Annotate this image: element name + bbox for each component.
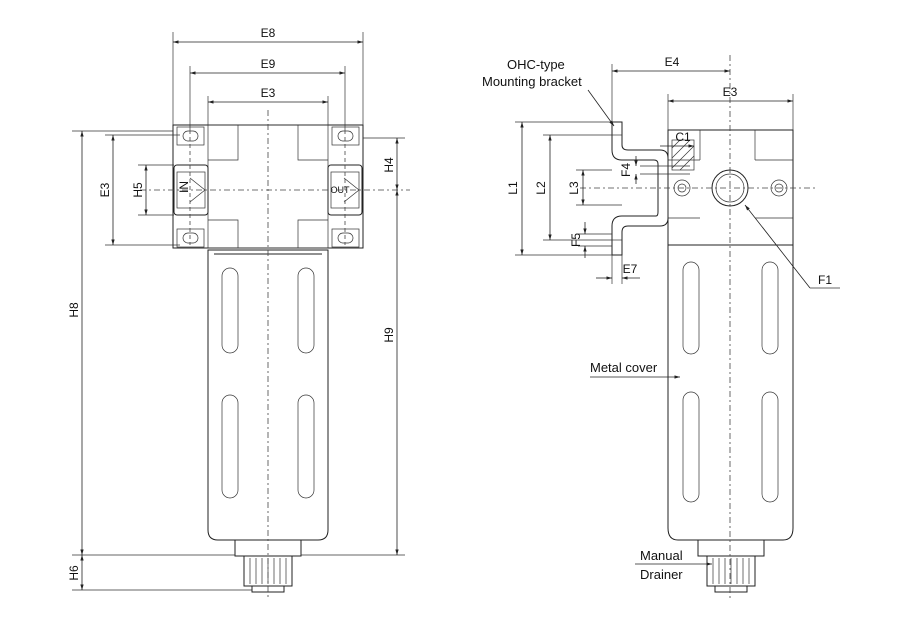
dimension-h5: H5	[131, 164, 174, 216]
callout-metal-cover-text: Metal cover	[590, 360, 658, 375]
mounting-hole-top-left	[176, 126, 205, 146]
dim-label-e7: E7	[623, 262, 638, 276]
dimension-l3: L3	[567, 169, 622, 206]
dimension-e8: E8	[172, 26, 364, 125]
dim-label-f1: F1	[818, 273, 832, 287]
callout-bracket: OHC-type Mounting bracket	[482, 57, 615, 127]
dim-label-e9: E9	[261, 57, 276, 71]
dimension-e3-top: E3	[207, 86, 329, 125]
dimension-e4: E4	[611, 55, 730, 122]
dimension-e7: E7	[596, 255, 640, 284]
dimension-h9: H9	[301, 190, 405, 556]
dimension-e3-right: E3	[667, 85, 794, 130]
dimension-c1: C1	[660, 130, 694, 148]
side-view: E4 E3 C1 F4 L1	[482, 55, 840, 600]
dim-label-f4: F4	[619, 163, 633, 177]
dim-label-h5: H5	[131, 182, 145, 198]
dim-label-e3-right: E3	[723, 85, 738, 99]
dim-label-l3: L3	[567, 181, 581, 195]
dim-label-f5: F5	[569, 233, 583, 247]
callout-metal-cover: Metal cover	[590, 360, 680, 379]
callout-drainer: Manual Drainer	[635, 548, 712, 582]
dim-label-e3-side: E3	[98, 182, 112, 197]
callout-bracket-line1: OHC-type	[507, 57, 565, 72]
dim-label-h4: H4	[382, 157, 396, 173]
dimension-f4: F4	[619, 156, 638, 184]
callout-drainer-line1: Manual	[640, 548, 683, 563]
dimension-l1: L1	[506, 121, 612, 256]
dimension-f5: F5	[569, 222, 612, 258]
dim-label-l1: L1	[506, 181, 520, 195]
side-drain-valve	[697, 539, 765, 593]
side-bowl	[667, 244, 794, 541]
callout-bracket-line2: Mounting bracket	[482, 74, 582, 89]
dimension-e9: E9	[189, 57, 346, 130]
dim-label-h6: H6	[67, 565, 81, 581]
dimension-h6: H6	[67, 555, 252, 591]
inlet-port-label: IN	[177, 181, 191, 193]
dimension-h4: H4	[363, 137, 405, 190]
leader-f1: F1	[744, 204, 840, 289]
dim-label-h8: H8	[67, 302, 81, 318]
dim-label-l2: L2	[534, 181, 548, 195]
dim-label-h9: H9	[382, 327, 396, 343]
side-head-block	[667, 129, 794, 246]
dim-label-e3-top: E3	[261, 86, 276, 100]
dimension-e3-side: E3	[98, 134, 180, 246]
mounting-hole-bottom-left	[176, 228, 205, 248]
dimension-l2: L2	[534, 134, 612, 241]
dimension-h8: H8	[67, 130, 235, 556]
mounting-hole-bottom-right	[331, 228, 360, 248]
front-view: IN OUT	[67, 26, 410, 600]
mounting-hole-top-right	[331, 126, 360, 146]
dim-label-c1: C1	[675, 130, 691, 144]
dim-label-e4: E4	[665, 55, 680, 69]
dim-label-e8: E8	[261, 26, 276, 40]
callout-drainer-line2: Drainer	[640, 567, 683, 582]
